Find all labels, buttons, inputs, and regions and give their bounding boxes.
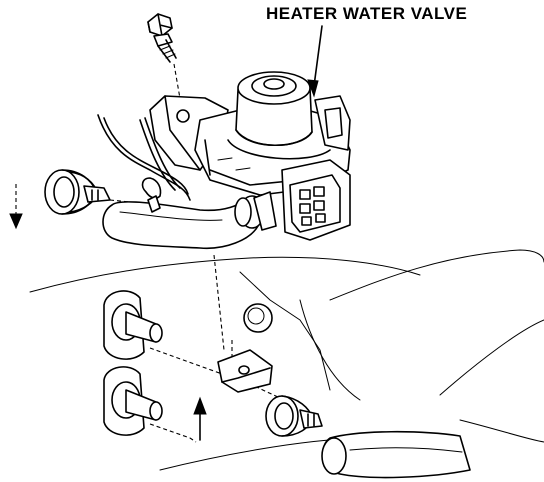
heater-core-fitting-lower [103, 366, 163, 436]
assembly-lines [149, 254, 281, 443]
direction-arrow [193, 396, 207, 441]
upper-hose-clamp [9, 169, 131, 230]
wiring-loom [97, 114, 191, 213]
callout-arrow [307, 25, 323, 98]
lower-heater-hose [321, 430, 471, 479]
mounting-bolt [147, 13, 183, 111]
valve-connector [281, 159, 351, 241]
heater-hose [102, 191, 277, 250]
hose-bracket [217, 349, 273, 393]
grommet [243, 303, 273, 333]
lower-hose-clamp [265, 395, 323, 437]
heater-core-fitting-upper [103, 290, 163, 360]
heater-water-valve-label: HEATER WATER VALVE [266, 4, 468, 23]
engine-bay-outline [29, 249, 544, 471]
